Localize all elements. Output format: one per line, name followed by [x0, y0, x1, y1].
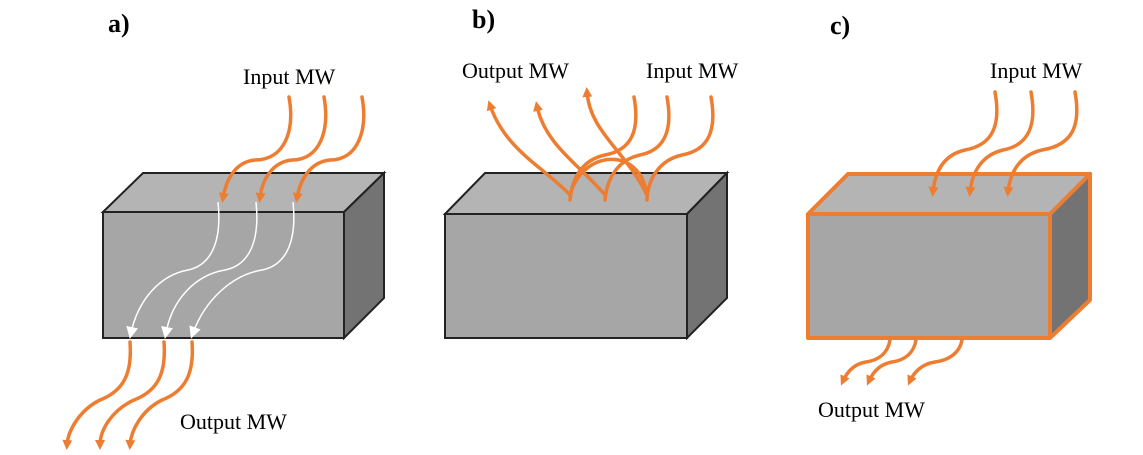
panel-b-block [442, 170, 730, 341]
panel-a: a) Input MW Output MW [62, 9, 387, 450]
panel-c-label: c) [830, 11, 850, 40]
panel-b-label: b) [472, 5, 495, 34]
panel-a-label: a) [108, 9, 130, 38]
panel-c-input-waves [928, 90, 1079, 197]
panel-c: c) Input MW Output MW [805, 11, 1093, 422]
panel-b-output-label: Output MW [462, 58, 569, 83]
panel-b-reflected-waves [486, 87, 649, 197]
panel-a-input-label: Input MW [243, 64, 336, 89]
panel-c-output-waves [840, 338, 964, 386]
panel-c-input-label: Input MW [990, 58, 1083, 83]
panel-a-input-waves [218, 95, 366, 203]
panel-a-output-waves [62, 340, 195, 450]
panel-a-transmitted-waves [126, 201, 295, 339]
panel-a-output-label: Output MW [180, 409, 287, 434]
panel-c-block [805, 171, 1093, 341]
panel-b: b) Output MW Input MW [442, 5, 739, 341]
panel-c-shield-outline [806, 172, 1092, 340]
panel-c-output-label: Output MW [818, 397, 925, 422]
panel-a-block [100, 170, 387, 341]
panel-b-input-label: Input MW [646, 58, 739, 83]
